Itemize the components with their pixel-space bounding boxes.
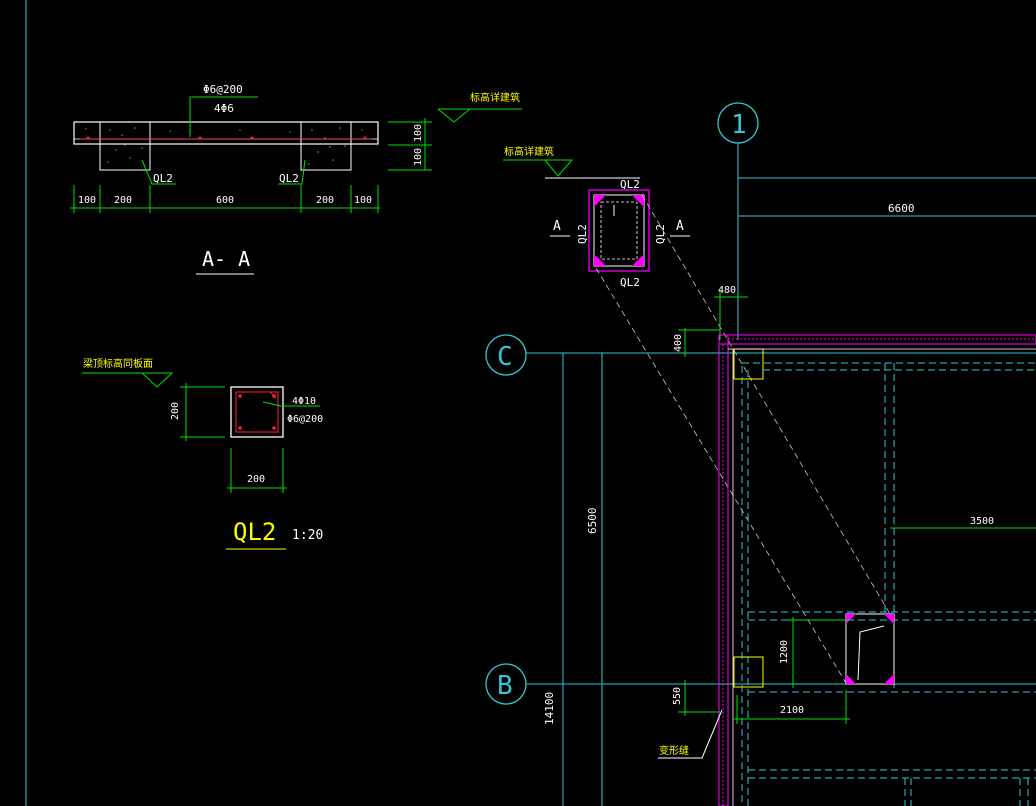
dim-ticks — [73, 185, 379, 213]
dim-400: 400 — [673, 334, 684, 352]
dim-v-100-2: 100 — [413, 148, 424, 166]
ql2-elevation-note: 梁顶标高同板面 — [83, 357, 153, 370]
beam-left-label: QL2 — [153, 172, 173, 185]
opening-elevation-note: 标高详建筑 — [504, 145, 554, 158]
elevation-symbol — [503, 159, 574, 177]
dim-1200: 1200 — [779, 640, 790, 664]
elevation-symbol — [82, 372, 174, 388]
break-line — [857, 625, 885, 681]
dim-v-100-1: 100 — [413, 124, 424, 142]
section-mark-right: A — [676, 219, 684, 234]
section-mark-left: A — [553, 219, 561, 234]
slab-outline — [73, 121, 379, 145]
rebar-top-label: Φ6@200 — [203, 83, 243, 96]
ql2-section-detail: 梁顶标高同板面 4Φ10 Φ6@200 200 200 QL2 1:20 — [82, 357, 323, 550]
leader — [262, 401, 320, 407]
dim-14100: 14100 — [543, 692, 556, 725]
opening-beam-top: QL2 — [620, 178, 640, 191]
ql2-dim-height: 200 — [170, 402, 181, 420]
dim-h-5: 100 — [354, 195, 372, 206]
beam-right-label: QL2 — [279, 172, 299, 185]
dim-6600: 6600 — [888, 202, 915, 215]
axis-b-label: B — [497, 671, 513, 701]
ql2-title: QL2 — [233, 518, 276, 546]
leader — [658, 709, 723, 759]
leader — [278, 159, 306, 185]
opening-beam-bottom: QL2 — [620, 276, 640, 289]
rebar-dots — [86, 136, 367, 140]
dim-h-2: 200 — [114, 195, 132, 206]
dim-h-4: 200 — [316, 195, 334, 206]
ql2-stirrup — [235, 391, 279, 433]
opening-outer — [588, 189, 650, 272]
plan-opening — [845, 613, 895, 685]
dim-550: 550 — [672, 687, 683, 705]
axis-bubble-c — [485, 334, 527, 376]
elevation-symbol — [437, 108, 522, 123]
rebar-leader — [189, 96, 258, 137]
projection-line — [595, 267, 847, 684]
opening-detail: 标高详建筑 QL2 QL2 QL2 QL2 A A — [503, 145, 891, 684]
beam-right-section — [300, 121, 352, 171]
beam-left-section — [99, 121, 151, 171]
section-title: A- A — [202, 247, 250, 271]
plan-opening-corners — [846, 614, 894, 684]
elevation-note: 标高详建筑 — [470, 91, 520, 104]
section-aa-detail: Φ6@200 4Φ6 标高详建筑 100 100 QL2 QL2 100 200… — [70, 83, 522, 275]
opening-beam-ring — [593, 194, 645, 267]
axis-c-label: C — [497, 342, 513, 372]
ql2-dim-width: 200 — [247, 474, 265, 485]
dim-480: 480 — [718, 285, 736, 296]
axis-1-label: 1 — [731, 110, 747, 140]
floor-plan: 1 6600 480 C B 6500 14100 400 550 — [485, 102, 1036, 806]
dim-3500: 3500 — [970, 516, 994, 527]
leader — [141, 159, 176, 185]
opening-beam-left: QL2 — [576, 224, 589, 244]
rebar-bottom-label: 4Φ6 — [214, 102, 234, 115]
concrete-hatch — [85, 127, 363, 165]
joint-note: 变形缝 — [659, 744, 689, 757]
dim-2100: 2100 — [780, 705, 804, 716]
ql2-scale: 1:20 — [292, 528, 323, 543]
opening-corner-marks — [594, 195, 644, 266]
dim-h-1: 100 — [78, 195, 96, 206]
wall-horizontal — [718, 334, 1036, 345]
ql2-rebar-main: 4Φ10 — [292, 396, 316, 407]
projection-line — [641, 194, 891, 615]
ql2-beam-outline — [230, 386, 284, 438]
hook — [269, 391, 277, 399]
dim-6500: 6500 — [586, 508, 599, 535]
ql2-rebar-stirrup: Φ6@200 — [287, 414, 323, 425]
opening-inner — [600, 201, 638, 260]
dim-h-3: 600 — [216, 195, 234, 206]
opening-beam-right: QL2 — [654, 224, 667, 244]
